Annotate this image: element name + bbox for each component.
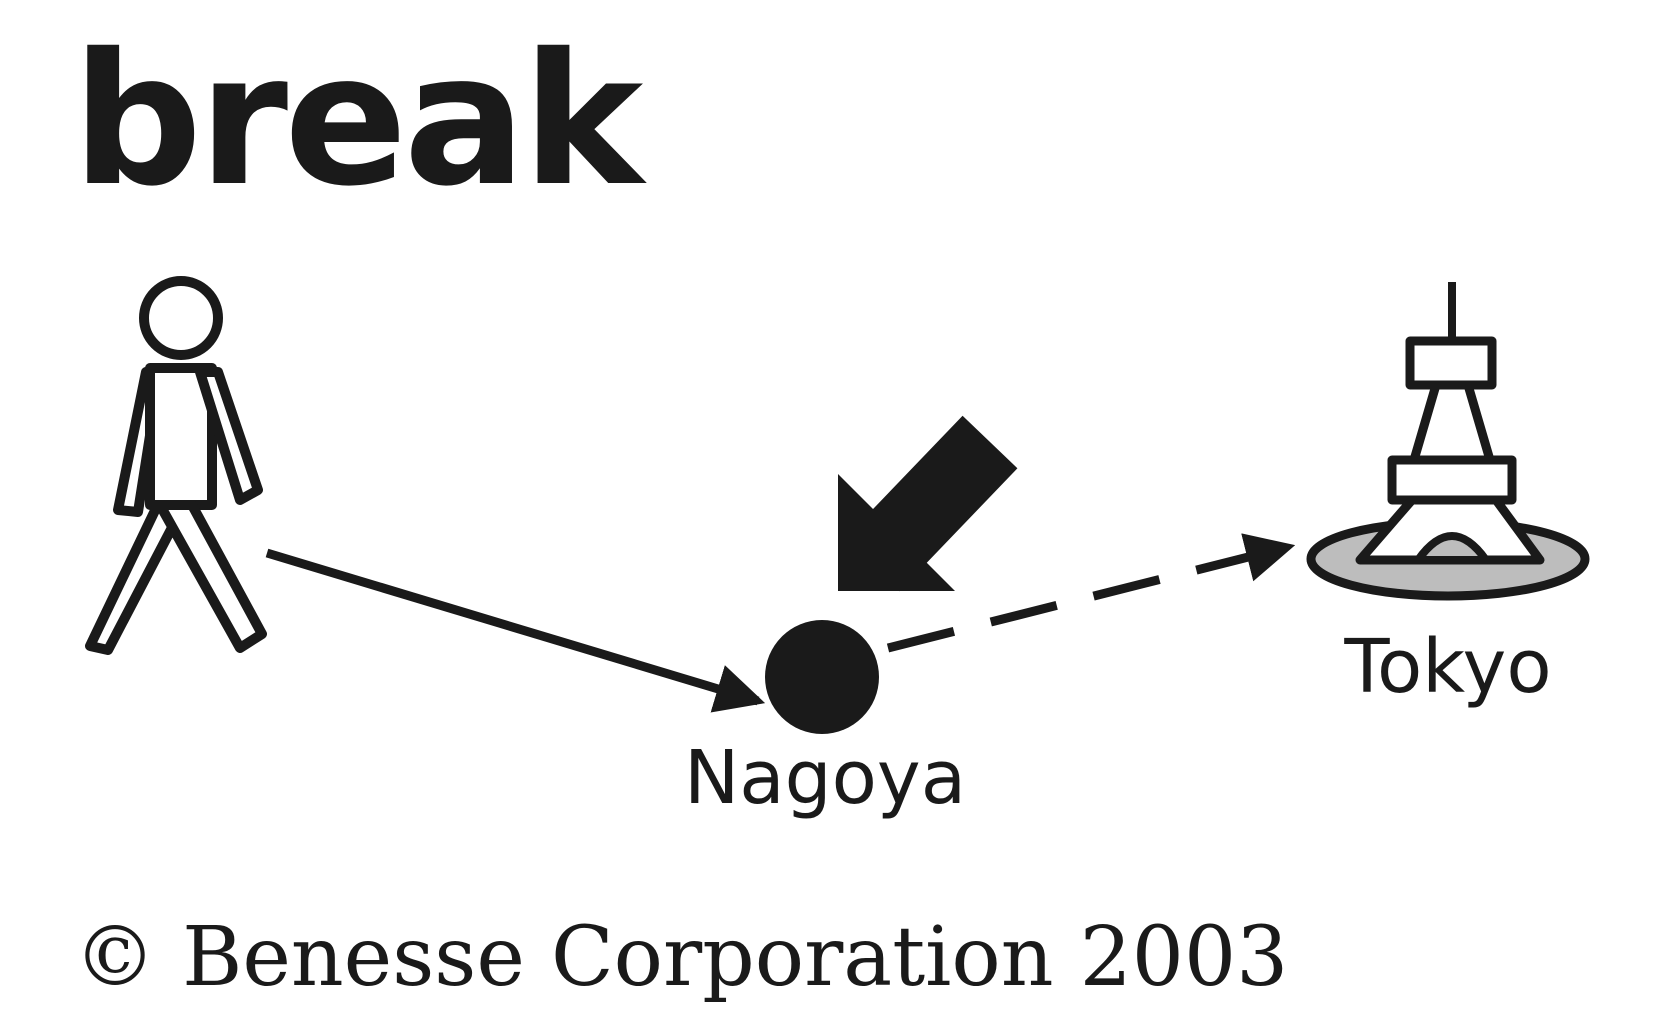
walking-person-icon: [85, 276, 267, 655]
nagoya-stop-dot: [765, 620, 879, 734]
route-solid-arrow: [265, 548, 766, 713]
pointer-arrow-icon: [838, 415, 1018, 592]
page-title: break: [72, 14, 647, 226]
route-dashed-arrow: [886, 533, 1296, 653]
copyright-text: © Benesse Corporation 2003: [74, 910, 1288, 1005]
tokyo-label: Tokyo: [1343, 624, 1551, 710]
nagoya-label: Nagoya: [684, 735, 966, 821]
tokyo-tower-icon: [1306, 282, 1590, 601]
